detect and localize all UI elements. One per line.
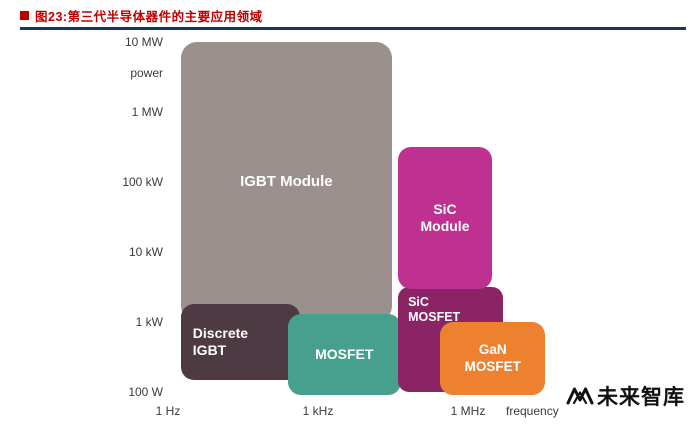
region-label-igbt-module: IGBT Module (240, 173, 333, 190)
x-tick-1-hz: 1 Hz (155, 404, 181, 418)
y-tick-100-kw: 100 kW (122, 175, 163, 189)
x-tick-1-mhz: 1 MHz (450, 404, 486, 418)
y-tick-10-mw: 10 MW (124, 35, 163, 49)
y-tick-10-kw: 10 kW (128, 245, 163, 259)
x-tick-1-khz: 1 kHz (302, 404, 334, 418)
figure-header: 图23:第三代半导体器件的主要应用领域 (20, 6, 263, 25)
watermark-text: 未来智库 (597, 386, 685, 409)
region-label-mosfet: MOSFET (315, 346, 374, 363)
figure-title: 图23:第三代半导体器件的主要应用领域 (35, 10, 263, 24)
title-bullet-square (20, 11, 29, 20)
y-tick-100-w: 100 W (128, 385, 163, 399)
y-axis-title: power (130, 66, 163, 80)
watermark: 未来智库 (566, 381, 685, 411)
region-igbt-module: IGBT Module (180, 42, 392, 322)
y-tick-1-kw: 1 kW (135, 315, 163, 329)
header-divider-rule (20, 27, 686, 30)
y-tick-1-mw: 1 MW (131, 105, 163, 119)
weilai-zhiku-logo-icon (566, 384, 594, 408)
region-mosfet: MOSFET (287, 314, 401, 396)
x-axis-title: frequency (506, 404, 559, 418)
